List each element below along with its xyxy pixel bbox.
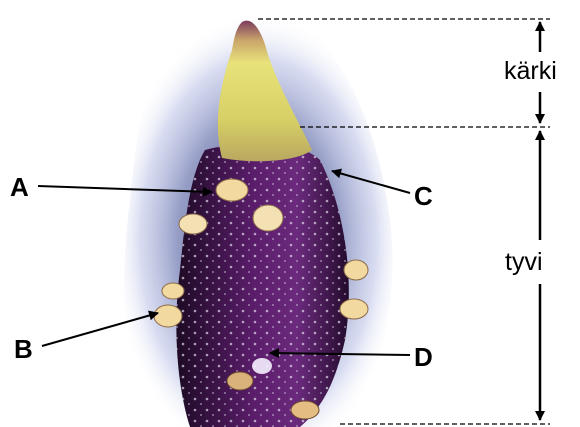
bract-a xyxy=(216,179,248,201)
label-tip: kärki xyxy=(504,57,557,85)
label-c: C xyxy=(414,181,433,211)
label-d: D xyxy=(414,342,433,372)
bract-b-upper xyxy=(162,283,184,299)
bud-photo xyxy=(124,12,393,427)
bract-bottom-right xyxy=(291,401,319,419)
bract-d xyxy=(252,358,272,374)
bract-right-upper xyxy=(344,260,368,280)
label-b: B xyxy=(14,334,33,364)
label-a: A xyxy=(10,172,29,202)
bract-left xyxy=(179,214,207,234)
label-base: tyvi xyxy=(505,248,543,276)
bract-center xyxy=(253,205,283,231)
bract-b xyxy=(154,305,182,327)
bract-bottom xyxy=(227,372,253,390)
bract-right-lower xyxy=(340,299,368,319)
